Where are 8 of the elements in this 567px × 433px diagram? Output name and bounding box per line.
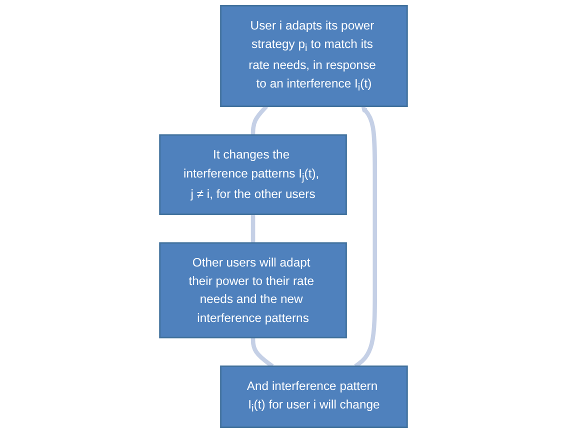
node-box: User i adapts its power strategy p$_{i}$ to match its rate needs, in response to an interference I$_{i}$(t)	[220, 5, 408, 107]
connector	[250, 214, 256, 243]
arrow	[354, 106, 378, 368]
connector	[250, 104, 268, 135]
node-box: Other users will adapt their power to their rate needs and the new interference patterns	[159, 242, 347, 338]
connector	[250, 338, 274, 368]
node-box: And interference pattern I$_{i}$(t) for user i will change	[220, 366, 408, 428]
node-box: It changes the interference patterns I$_{j}$(t), j ≠ i, for the other users	[159, 134, 347, 215]
